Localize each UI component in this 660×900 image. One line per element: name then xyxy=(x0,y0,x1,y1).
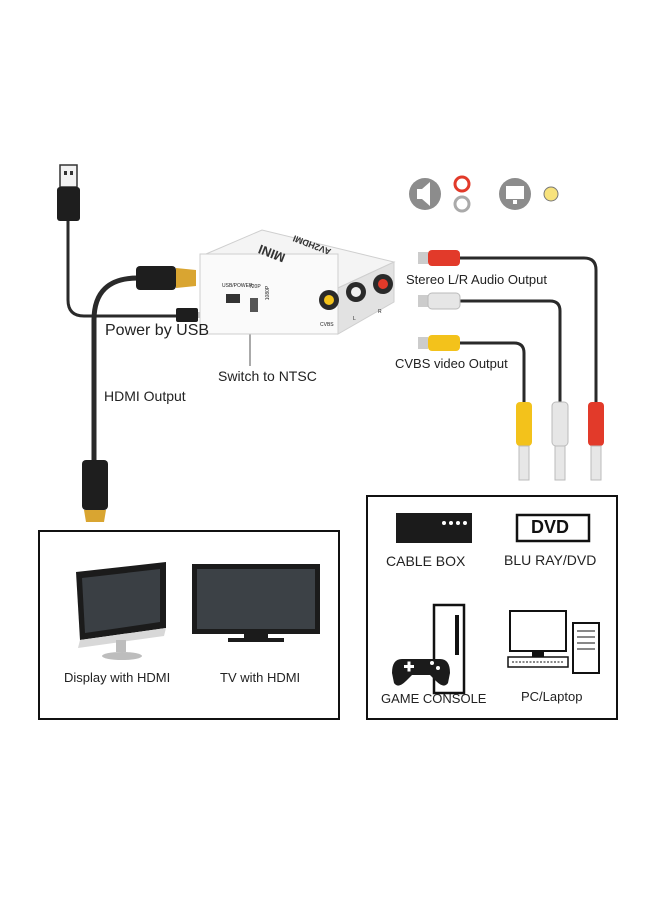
video-monitor-icon xyxy=(499,178,531,210)
port-label-left: L xyxy=(353,316,356,322)
rca-white-plug-bottom-icon xyxy=(551,401,569,481)
device-label-cable-box: CABLE BOX xyxy=(386,553,466,569)
hdmi-output-label: HDMI Output xyxy=(104,388,186,404)
rca-yellow-plug-left-icon xyxy=(418,335,460,351)
hdmi-plug-bottom-icon xyxy=(82,460,108,522)
rca-yellow-cable xyxy=(460,341,526,402)
speaker-icon xyxy=(409,178,441,210)
device-label-blu-ray-dvd: BLU RAY/DVD xyxy=(504,552,597,568)
rca-yellow-plug-bottom-icon xyxy=(516,402,532,481)
rca-white-cable xyxy=(460,299,562,402)
dvd-badge-text: DVD xyxy=(531,517,570,537)
converter-box xyxy=(199,229,396,335)
cable-box-icon xyxy=(396,513,472,543)
audio-jacks-icon xyxy=(453,175,471,213)
hdmi-devices-art xyxy=(76,562,320,660)
port-label-1080p: 1080P xyxy=(265,285,272,301)
device-label-game-console: GAME CONSOLE xyxy=(381,691,487,706)
port-label-cvbs: CVBS xyxy=(320,322,334,328)
tv-icon xyxy=(192,564,320,642)
monitor-icon xyxy=(76,562,166,660)
pc-icon xyxy=(507,610,600,674)
cvbs-video-output-label: CVBS video Output xyxy=(395,356,508,371)
rca-red-plug-left-icon xyxy=(418,250,460,266)
port-label-720p: 720P xyxy=(249,284,261,290)
game-console-icon xyxy=(392,603,466,695)
rca-white-plug-left-icon xyxy=(418,292,461,310)
hdmi-cable xyxy=(91,275,139,462)
av-sources-panel: DVD CABLE BOX BLU RAY/DVD GAME CONSOLE P… xyxy=(366,495,618,720)
rca-red-cable xyxy=(460,256,598,402)
device-label-tv-hdmi: TV with HDMI xyxy=(220,670,301,685)
dvd-icon xyxy=(515,513,591,543)
stereo-audio-output-label: Stereo L/R Audio Output xyxy=(406,272,547,287)
usb-cable xyxy=(66,218,196,318)
port-label-right: R xyxy=(378,309,382,315)
hdmi-plug-device-icon xyxy=(136,266,196,290)
video-jack-icon xyxy=(543,186,559,202)
device-label-display-hdmi: Display with HDMI xyxy=(64,670,171,685)
power-by-usb-label: Power by USB xyxy=(105,322,210,339)
usb-plug-icon xyxy=(57,164,80,221)
device-label-pc-laptop: PC/Laptop xyxy=(521,689,583,704)
hdmi-devices-panel: Display with HDMI TV with HDMI xyxy=(38,530,340,720)
switch-to-ntsc-label: Switch to NTSC xyxy=(218,368,317,384)
rca-red-plug-bottom-icon xyxy=(588,402,604,481)
port-label-usb-power: USB/POWER xyxy=(222,283,253,289)
av-sources-art xyxy=(392,513,600,695)
